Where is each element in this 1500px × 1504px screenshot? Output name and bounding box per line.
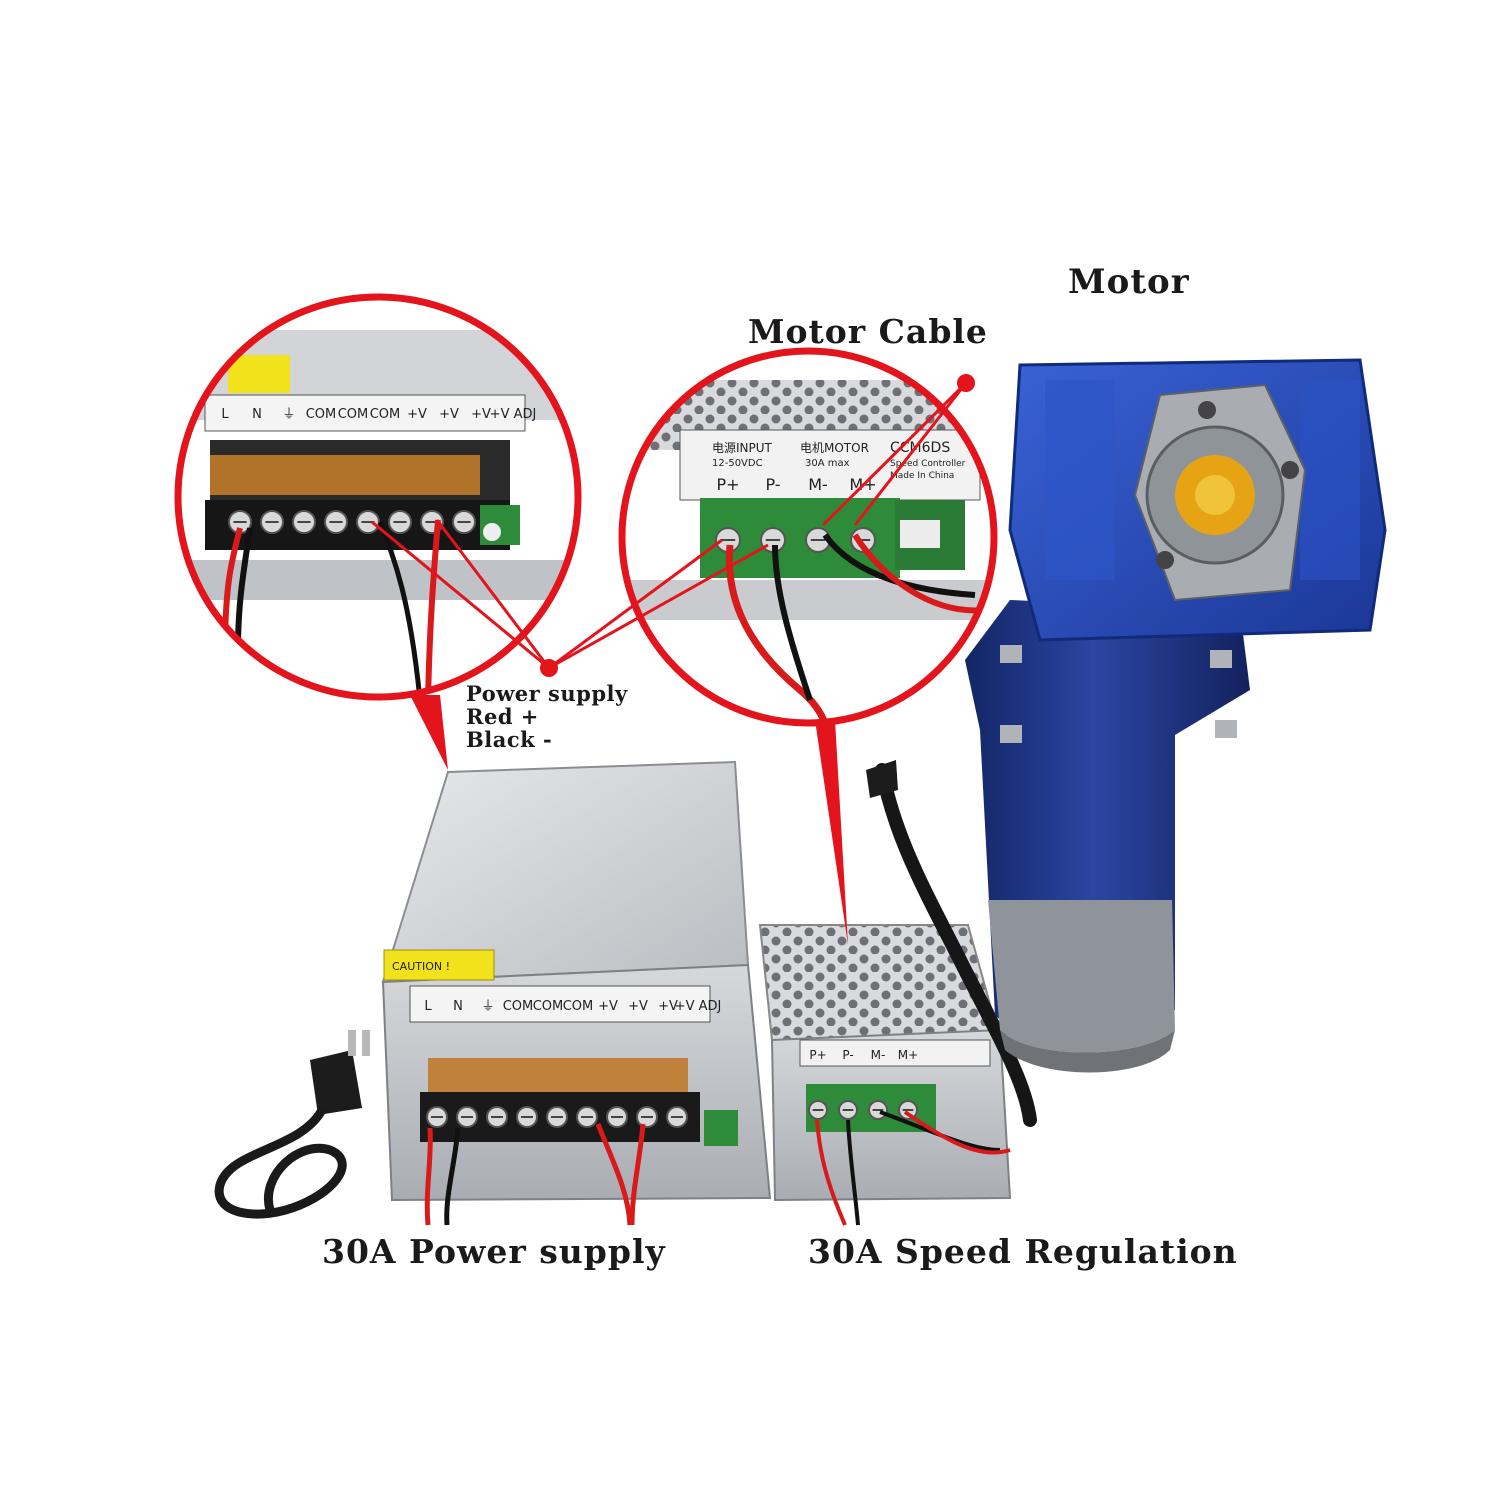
red-wire <box>815 1119 847 1226</box>
power-supply-terminal-label-zoom: +V ADJ <box>490 407 537 422</box>
terminal-cover <box>428 1058 688 1092</box>
red-wire <box>629 1123 646 1226</box>
power-supply-note-line: Power supply <box>466 681 628 706</box>
controller-header-text: 12-50VDC <box>712 458 763 469</box>
motor-label: Motor <box>1068 262 1190 302</box>
power-supply-terminal-label: COM <box>563 999 594 1014</box>
controller-header-text: 电源INPUT <box>712 441 773 455</box>
power-supply-polarity-note: Power supply Red + Black - <box>466 682 628 751</box>
power-supply-terminal-label-zoom: L <box>221 407 229 422</box>
controller-terminal-label-zoom: P- <box>765 475 780 494</box>
speed-regulation-caption: 30A Speed Regulation <box>808 1232 1238 1271</box>
terminal-legend-strip <box>409 985 711 1023</box>
power-supply-terminal-label-zoom: +V <box>439 407 459 422</box>
power-supply-terminal-label: L <box>424 999 432 1014</box>
motor-unit <box>965 358 1387 1073</box>
power-cord <box>214 1107 347 1219</box>
speed-potentiometer-cable <box>866 760 1037 1127</box>
power-supply-terminal-label: +V ADJ <box>675 999 722 1014</box>
speed-controller-unit: P+ P- M- M+ <box>758 924 1012 1226</box>
pcb-edge <box>704 1110 738 1146</box>
controller-header-text: 30A max <box>805 458 850 469</box>
power-supply-terminal-label-zoom: COM <box>306 407 337 422</box>
power-supply-terminal-label: COM <box>503 999 534 1014</box>
red-wire <box>903 1110 1011 1155</box>
knob-cable <box>875 763 1037 1127</box>
controller-legend-strip <box>799 1039 991 1067</box>
controller-header-text: Made In China <box>890 471 954 481</box>
power-supply-terminal-label: +V <box>628 999 648 1014</box>
black-wire <box>846 1119 860 1226</box>
ac-plug <box>214 1030 370 1219</box>
controller-terminal-legend-small: P+ P- M- M+ <box>809 1048 918 1062</box>
power-supply-terminal-label-zoom: ⏚ <box>282 407 295 422</box>
power-supply-screws <box>426 1106 688 1128</box>
controller-header-text: 电机MOTOR <box>800 441 869 455</box>
callout-ring <box>174 293 582 701</box>
leader-lines <box>371 374 975 677</box>
red-wire <box>595 1123 633 1226</box>
callout-ring <box>618 347 998 727</box>
caution-sticker <box>383 949 495 981</box>
controller-terminal-label-zoom: P+ <box>716 475 739 494</box>
power-supply-terminal-label-zoom: N <box>252 407 262 422</box>
power-supply-top <box>381 760 750 984</box>
controller-terminal-label: M- <box>871 1048 886 1062</box>
controller-terminal-label: M+ <box>898 1048 918 1062</box>
red-positive-note: Red + <box>466 704 539 729</box>
power-supply-terminal-label-zoom: +V <box>407 407 427 422</box>
power-supply-caption: 30A Power supply <box>322 1232 666 1271</box>
power-supply-terminal-label-zoom: COM <box>338 407 369 422</box>
callout-pointer <box>410 695 448 770</box>
red-wire <box>424 1127 433 1226</box>
motor-cable-label: Motor Cable <box>748 312 988 351</box>
plug-head <box>310 1050 362 1115</box>
black-wire <box>444 1127 461 1226</box>
controller-header-text: Speed Controller <box>890 459 966 469</box>
power-supply-terminal-label: +V <box>658 999 678 1014</box>
power-supply-terminal-label: N <box>453 999 463 1014</box>
controller-screws-small <box>808 1100 918 1120</box>
power-supply-terminal-label: +V <box>598 999 618 1014</box>
controller-terminal-label: P+ <box>809 1048 826 1062</box>
black-negative-note: Black - <box>466 727 553 752</box>
caution-text: CAUTION ! <box>392 960 450 973</box>
power-supply-terminal-label: ⏚ <box>481 999 494 1014</box>
controller-terminal-label-zoom: M- <box>808 475 828 494</box>
power-supply-terminal-label-zoom: COM <box>370 407 401 422</box>
motor-end-cap <box>988 900 1175 1053</box>
controller-terminal-label: P- <box>842 1048 853 1062</box>
power-supply-terminal-label-zoom: +V <box>471 407 491 422</box>
knob-head <box>866 760 898 798</box>
callout-pointer <box>815 720 848 945</box>
power-supply-terminal-label: COM <box>533 999 564 1014</box>
